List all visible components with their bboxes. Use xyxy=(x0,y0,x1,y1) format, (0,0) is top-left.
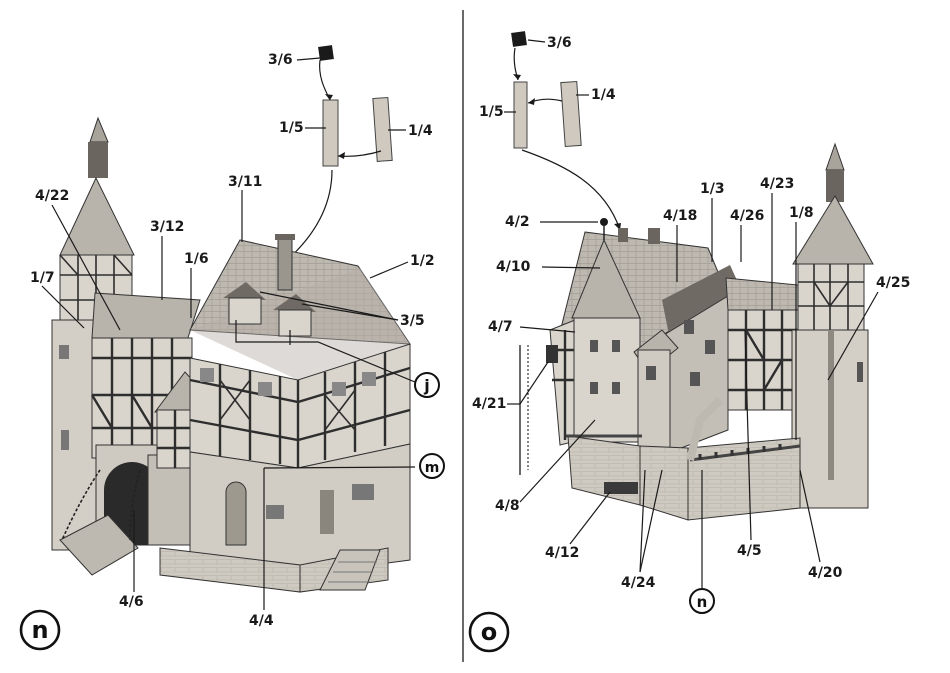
label-4-24: 4/24 xyxy=(621,575,656,591)
label-3-6-left: 3/6 xyxy=(268,52,293,68)
label-3-5: 3/5 xyxy=(400,313,425,329)
label-4-25: 4/25 xyxy=(876,275,910,291)
label-4-7: 4/7 xyxy=(488,319,513,335)
label-3-12: 3/12 xyxy=(150,219,184,235)
label-4-6: 4/6 xyxy=(119,594,144,610)
label-4-22: 4/22 xyxy=(35,188,69,204)
svg-text:n: n xyxy=(31,616,48,644)
label-1-5-left: 1/5 xyxy=(279,120,304,136)
svg-text:j: j xyxy=(423,376,429,395)
label-4-5: 4/5 xyxy=(737,543,762,559)
label-1-5-right: 1/5 xyxy=(479,104,504,120)
label-4-23: 4/23 xyxy=(760,176,794,192)
part-1-5-plank xyxy=(323,100,338,166)
svg-text:m: m xyxy=(425,460,440,476)
label-4-26: 4/26 xyxy=(730,208,764,224)
label-3-11: 3/11 xyxy=(228,174,262,190)
right-panel-drawing: 3/6 1/4 1/5 1/3 4/23 4/2 4/18 4/26 1/8 4… xyxy=(470,31,910,651)
panel-mark-n: n xyxy=(21,611,59,649)
label-1-6: 1/6 xyxy=(184,251,209,267)
label-1-4-right: 1/4 xyxy=(591,87,616,103)
label-4-20: 4/20 xyxy=(808,565,843,581)
label-4-18: 4/18 xyxy=(663,208,697,224)
arrow-3-6 xyxy=(320,60,330,100)
label-4-12: 4/12 xyxy=(545,545,579,561)
label-4-21: 4/21 xyxy=(472,396,506,412)
part-3-6-square xyxy=(318,45,334,61)
label-4-8: 4/8 xyxy=(495,498,520,514)
label-4-4: 4/4 xyxy=(249,613,274,629)
label-1-8: 1/8 xyxy=(789,205,814,221)
panel-mark-o: o xyxy=(470,613,508,651)
label-4-10: 4/10 xyxy=(496,259,531,275)
label-1-7: 1/7 xyxy=(30,270,55,286)
label-1-3: 1/3 xyxy=(700,181,725,197)
label-1-2-left: 1/2 xyxy=(410,253,435,269)
label-4-2: 4/2 xyxy=(505,214,530,230)
svg-text:n: n xyxy=(697,593,708,611)
part-3-6-square-right xyxy=(511,31,527,47)
label-3-6-right: 3/6 xyxy=(547,35,572,51)
label-1-4-left: 1/4 xyxy=(408,123,433,139)
svg-text:o: o xyxy=(481,618,498,646)
left-panel-drawing: 3/6 1/5 1/4 3/11 4/22 3/12 1/6 1/2 1/7 3… xyxy=(21,45,444,649)
circle-mark-m: m xyxy=(420,454,444,478)
